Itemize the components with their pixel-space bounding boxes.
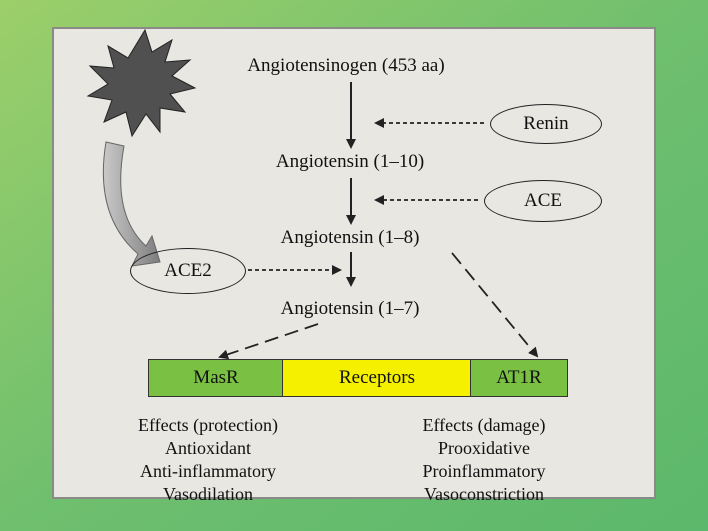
effects-damage-item: Vasoconstriction (424, 484, 544, 504)
effects-damage-item: Proinflammatory (422, 461, 546, 481)
ace2-label: ACE2 (164, 260, 212, 281)
effects-protection: Effects (protection) Antioxidant Anti-in… (138, 414, 278, 506)
angiotensin-1-8-label: Angiotensin (1–8) (280, 227, 420, 248)
effects-damage-item: Prooxidative (437, 438, 530, 458)
arrow-to-masr (218, 323, 319, 360)
renin-label: Renin (523, 113, 569, 134)
effects-protection-title: Effects (protection) (137, 415, 279, 435)
masr-label: MasR (193, 367, 239, 388)
effects-damage-title: Effects (damage) (422, 415, 546, 435)
receptors-label: Receptors (339, 367, 415, 388)
renin-oval: Renin (490, 104, 602, 144)
effects-protection-item: Vasodilation (162, 484, 253, 504)
effects-protection-item: Anti-inflammatory (140, 461, 276, 481)
angiotensinogen-label: Angiotensinogen (453 aa) (247, 55, 445, 76)
receptors-box: Receptors (282, 359, 472, 397)
masr-box: MasR (148, 359, 284, 397)
effects-protection-item: Antioxidant (164, 438, 251, 458)
angiotensin-1-7-label: Angiotensin (1–7) (280, 298, 420, 319)
ace-label: ACE (524, 190, 562, 211)
at1r-label: AT1R (496, 367, 542, 388)
at1r-box: AT1R (470, 359, 568, 397)
virus-icon (86, 28, 197, 138)
arrow-to-at1r (451, 252, 539, 358)
ace2-oval: ACE2 (130, 248, 246, 294)
ace-oval: ACE (484, 180, 602, 222)
angiotensin-1-10-label: Angiotensin (1–10) (275, 151, 425, 172)
effects-damage: Effects (damage) Prooxidative Proinflamm… (422, 414, 545, 506)
curved-arrow-icon (102, 141, 161, 267)
